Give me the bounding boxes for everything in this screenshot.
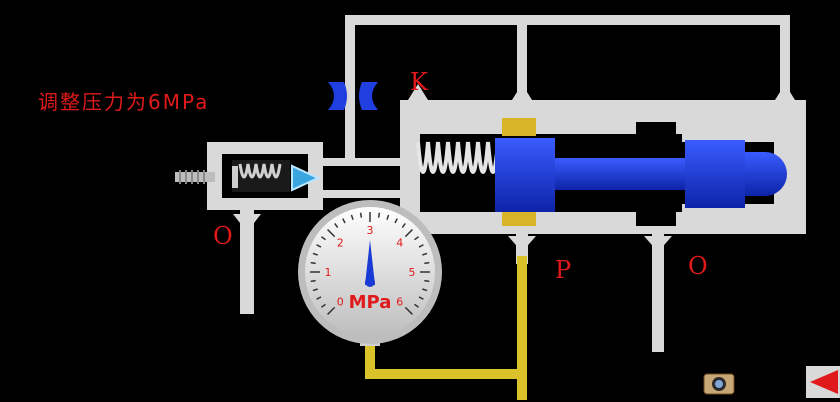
gauge-unit: MPa: [349, 292, 392, 313]
gauge-tick: [316, 296, 322, 300]
gauge-tick: [327, 306, 336, 315]
control-line: [345, 15, 790, 160]
pilot-poppet: [291, 164, 321, 192]
gauge-tick: [404, 229, 413, 238]
pressure-line: [365, 256, 527, 400]
gauge-tick: [327, 229, 336, 238]
gauge-tick: [334, 223, 339, 228]
gauge-tick: [316, 244, 322, 248]
gauge-tick: [321, 236, 326, 241]
gauge-tick: [394, 218, 398, 224]
gauge-tick: [386, 214, 390, 220]
port-label-p: P: [555, 256, 572, 284]
pilot-spring: [238, 163, 282, 179]
gauge-tick: [414, 303, 419, 308]
gauge-tick: [310, 279, 316, 283]
gauge-tick: [401, 223, 406, 228]
flow-arrows: [408, 84, 795, 100]
gauge-tick: [312, 288, 318, 292]
gauge-tick: [414, 236, 419, 241]
gauge-tick: [377, 212, 381, 218]
gauge-tick: [350, 214, 354, 220]
gauge-tick-label: 0: [337, 296, 344, 309]
gauge-tick: [422, 252, 428, 256]
gauge-tick-label: 5: [409, 266, 416, 279]
gauge-tick: [310, 261, 316, 265]
pilot-valve: [175, 142, 408, 314]
gauge-tick: [424, 261, 430, 265]
camera-icon: [703, 373, 735, 395]
main-valve-body: [400, 100, 806, 352]
main-spool: [495, 118, 787, 226]
gauge-tick: [342, 218, 346, 224]
gauge-tick-label: 6: [396, 296, 403, 309]
gauge-tick: [321, 303, 326, 308]
camera-button[interactable]: [703, 372, 735, 396]
back-button[interactable]: [806, 366, 840, 398]
gauge-tick: [418, 244, 424, 248]
pressure-gauge: 0 1 2 3 4 5 6 MPa: [298, 200, 442, 346]
port-label-k: K: [410, 68, 428, 96]
instruction-caption: 调整压力为6MPa: [38, 90, 210, 114]
gauge-needle: [365, 240, 375, 285]
gauge-scale: [310, 212, 430, 315]
back-arrow-icon: [806, 366, 840, 398]
gauge-tick: [422, 288, 428, 292]
gauge-tick-label: 3: [367, 224, 374, 237]
gauge-tick-label: 2: [337, 236, 344, 249]
gauge-tick: [404, 306, 413, 315]
gauge-tick: [359, 212, 363, 218]
port-label-o-right: O: [688, 252, 708, 280]
gauge-tick: [418, 296, 424, 300]
gauge-tick: [424, 279, 430, 283]
gauge-tick: [312, 252, 318, 256]
throttle-orifice: [328, 82, 378, 110]
gauge-tick-label: 4: [396, 236, 403, 249]
gauge-tick-label: 1: [325, 266, 332, 279]
main-spring: [416, 141, 500, 174]
port-label-o-left: O: [213, 222, 233, 250]
